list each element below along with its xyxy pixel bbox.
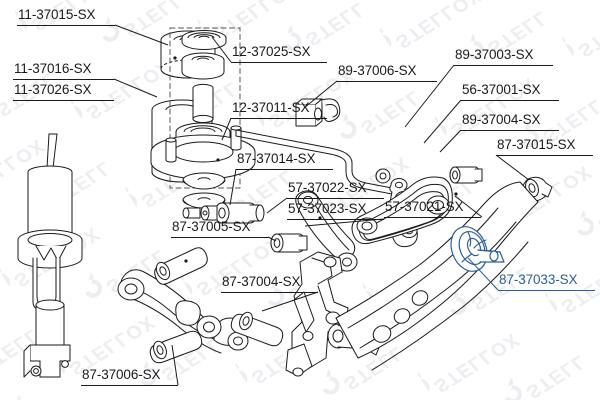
label-underline (337, 81, 437, 82)
part-number-label: 11-37026-SX (14, 82, 92, 97)
part-89-37006-stab-bush (295, 98, 341, 127)
label-underline (384, 217, 481, 218)
label-underline (498, 290, 595, 291)
leader-line (267, 236, 277, 242)
part-87-37014-lateral-bush (182, 202, 265, 224)
part-number-label: 87-37033-SX (499, 272, 578, 287)
part-87-37005-bush (270, 233, 308, 253)
part-number-label: 87-37006-SX (82, 367, 161, 382)
part-number-label: 56-37001-SX (462, 82, 541, 97)
part-number-label: 57-37021-SX (385, 199, 464, 214)
label-underline (13, 100, 114, 101)
part-number-label: 87-37015-SX (497, 137, 576, 152)
label-underline (17, 25, 115, 26)
part-87-37004-bush-right (230, 311, 284, 347)
leader-line (454, 195, 483, 218)
part-57-37022-lateral-rod (295, 190, 358, 272)
label-underline (231, 62, 327, 63)
label-underline (461, 100, 559, 101)
leader-line (113, 78, 158, 98)
leader-line (404, 64, 455, 128)
part-87-37004-bush (154, 247, 208, 285)
part-number-label: 89-37003-SX (455, 47, 534, 62)
label-underline (454, 65, 553, 66)
part-upper-arm-inner-bush (449, 166, 483, 184)
part-87-37033-bush-highlighted (450, 226, 505, 272)
part-lower-control-arm (117, 269, 249, 354)
leader-line (467, 257, 499, 291)
part-57-37021-upper-arm (351, 176, 458, 245)
leader-line (495, 154, 530, 181)
leader-line (304, 218, 385, 227)
part-number-label: 57-37023-SX (288, 201, 367, 216)
part-number-label: 87-37005-SX (172, 219, 251, 234)
label-underline (221, 292, 318, 293)
part-stabilizer-bar (235, 129, 403, 197)
part-number-label: 87-37014-SX (237, 151, 316, 166)
leader-line (439, 129, 462, 153)
leader-line (266, 197, 288, 214)
label-underline (236, 169, 333, 170)
leader-line (229, 168, 237, 206)
leader-line (303, 80, 338, 109)
part-shock-absorber-strut (17, 133, 83, 378)
label-underline (287, 219, 384, 220)
part-12-37011-strut-mount (150, 122, 256, 180)
label-underline (231, 118, 327, 119)
part-number-label: 12-37025-SX (232, 44, 311, 59)
label-underline (496, 155, 593, 156)
part-number-label: 89-37006-SX (338, 63, 417, 78)
label-underline (461, 130, 559, 131)
part-number-label: 89-37004-SX (462, 112, 541, 127)
leader-line (423, 99, 462, 144)
leader-line (221, 117, 232, 141)
leader-line (114, 24, 169, 46)
part-87-37006-bush (149, 330, 203, 364)
part-number-label: 11-37015-SX (18, 7, 96, 22)
leader-line (211, 36, 232, 63)
part-upper-rubber-seat (181, 52, 225, 80)
part-number-label: 57-37022-SX (288, 180, 367, 195)
leader-line (261, 291, 319, 312)
leader-line (171, 344, 179, 386)
part-number-label: 11-37016-SX (14, 61, 92, 76)
label-underline (13, 79, 114, 80)
part-number-label: 12-37011-SX (232, 100, 310, 115)
label-underline (287, 198, 384, 199)
label-underline (171, 237, 268, 238)
label-underline (81, 385, 178, 386)
part-number-label: 87-37004-SX (222, 274, 301, 289)
part-trailing-arm (335, 181, 539, 371)
part-89-37003-link-bush-upper (375, 168, 391, 184)
